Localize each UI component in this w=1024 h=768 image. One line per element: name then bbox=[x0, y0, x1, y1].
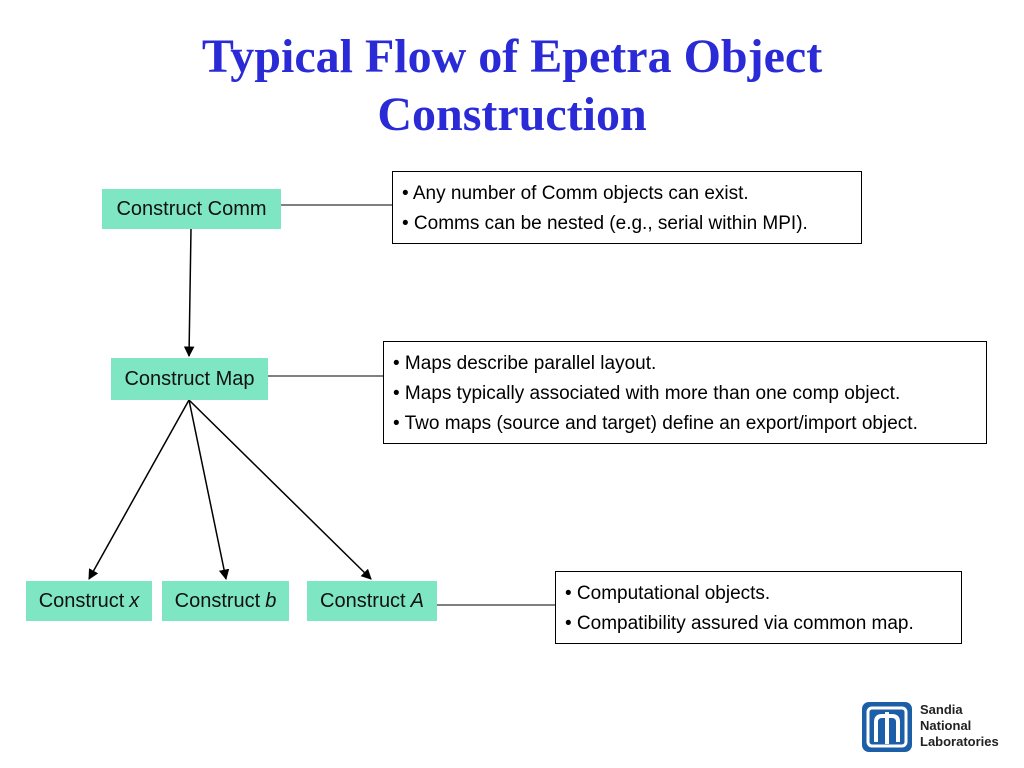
map-note-line-3: • Two maps (source and target) define an… bbox=[393, 413, 918, 434]
construct-x-node: Construct x bbox=[26, 581, 152, 621]
construct-x-prefix: Construct bbox=[38, 589, 125, 612]
arrow-comm-to-map bbox=[183, 228, 195, 358]
sandia-thunderbird-icon bbox=[862, 702, 912, 752]
arrow-map-to-A bbox=[188, 399, 372, 580]
slide-title-line-2: Construction bbox=[377, 88, 647, 141]
logo-line-1: Sandia bbox=[920, 702, 963, 717]
construct-b-prefix: Construct bbox=[174, 589, 261, 612]
construct-x-variable: x bbox=[129, 589, 140, 612]
map-note-line-2: • Maps typically associated with more th… bbox=[393, 383, 901, 404]
logo-line-2: National bbox=[920, 718, 972, 733]
arrow-map-to-b bbox=[188, 399, 230, 581]
construct-A-prefix: Construct bbox=[320, 589, 406, 612]
construct-map-node: Construct Map bbox=[111, 358, 268, 400]
construct-comm-node: Construct Comm bbox=[102, 189, 281, 229]
map-note-line-1: • Maps describe parallel layout. bbox=[393, 353, 657, 374]
objects-note-line-1: • Computational objects. bbox=[565, 583, 771, 604]
sandia-logo-text: Sandia National Laboratories bbox=[920, 702, 999, 750]
construct-map-label: Construct Map bbox=[124, 367, 255, 390]
logo-line-3: Laboratories bbox=[920, 734, 999, 749]
construct-A-variable: A bbox=[410, 589, 424, 612]
construct-b-node: Construct b bbox=[162, 581, 289, 621]
construct-comm-label: Construct Comm bbox=[116, 197, 267, 220]
comm-note-line-2: • Comms can be nested (e.g., serial with… bbox=[402, 213, 808, 234]
construct-A-node: Construct A bbox=[307, 581, 437, 621]
objects-note-box: • Computational objects. • Compatibility… bbox=[555, 571, 962, 644]
slide-title: Typical Flow of Epetra Object Constructi… bbox=[0, 28, 1024, 144]
comm-note-line-1: • Any number of Comm objects can exist. bbox=[402, 183, 749, 204]
objects-note-line-2: • Compatibility assured via common map. bbox=[565, 613, 914, 634]
sandia-logo: Sandia National Laboratories bbox=[862, 698, 1012, 758]
comm-note-box: • Any number of Comm objects can exist. … bbox=[392, 171, 862, 244]
map-note-box: • Maps describe parallel layout. • Maps … bbox=[383, 341, 987, 444]
arrow-map-to-x bbox=[88, 399, 190, 580]
construct-b-variable: b bbox=[265, 589, 277, 612]
slide-title-line-1: Typical Flow of Epetra Object bbox=[201, 30, 823, 83]
